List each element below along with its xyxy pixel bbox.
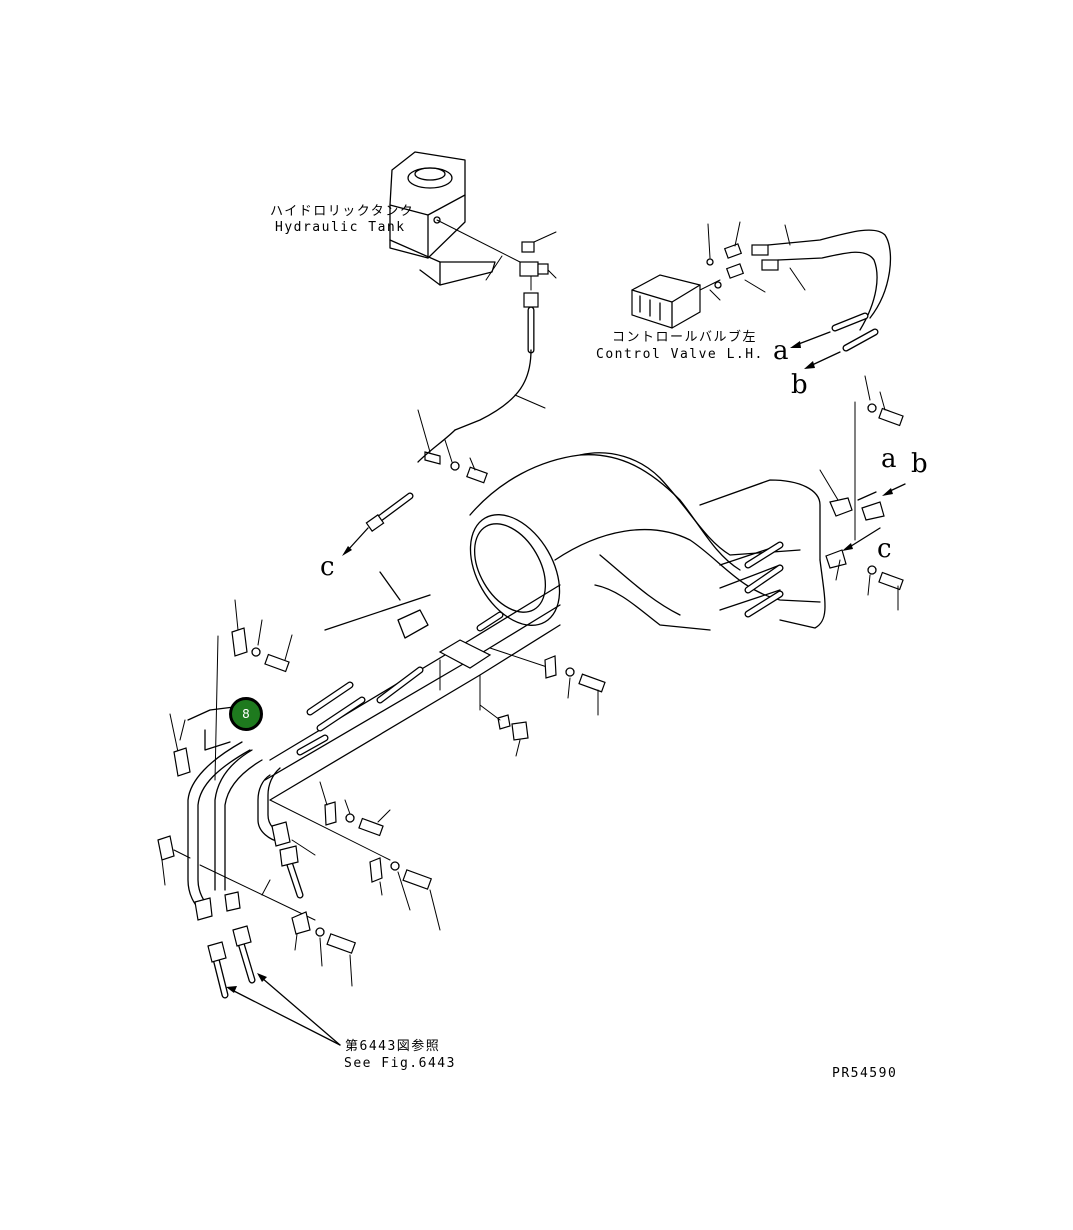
- main-pipe-bundle: [264, 541, 784, 801]
- connection-letter-a-upper: a: [773, 336, 789, 366]
- drawing-number: PR54590: [832, 1066, 898, 1081]
- mid-clamp-group: [479, 655, 606, 757]
- hydraulic-tank: [389, 151, 521, 286]
- lower-clamp-group: [269, 781, 441, 987]
- connection-letter-b-mid: b: [911, 449, 928, 479]
- see-fig-leaders: [226, 973, 341, 1046]
- control-valve-hoses: [767, 229, 892, 369]
- hydraulic-tank-label-ja: ハイドロリックタンク: [270, 204, 415, 219]
- part-callout-marker[interactable]: 8: [229, 697, 263, 731]
- see-fig-label-en: See Fig.6443: [344, 1056, 456, 1071]
- upper-clamp-group: [342, 409, 488, 556]
- tank-tee-fitting: [454, 231, 557, 431]
- left-clamp-group: [169, 599, 293, 781]
- connection-letter-a-mid: a: [881, 444, 897, 474]
- connection-letter-c-mid: c: [877, 534, 892, 564]
- control-valve-lh: [631, 221, 806, 329]
- connection-letter-c-left: c: [320, 552, 335, 582]
- right-clamp-group: [819, 375, 906, 611]
- control-valve-label-en: Control Valve L.H.: [596, 347, 764, 362]
- lower-pipes: [157, 741, 316, 999]
- hydraulic-tank-label-en: Hydraulic Tank: [275, 220, 406, 235]
- control-valve-label-ja: コントロールバルブ左: [612, 330, 758, 345]
- part-callout-number: 8: [242, 707, 250, 721]
- connection-letter-b-upper: b: [791, 370, 808, 400]
- see-fig-label-ja: 第6443図参照: [345, 1039, 441, 1054]
